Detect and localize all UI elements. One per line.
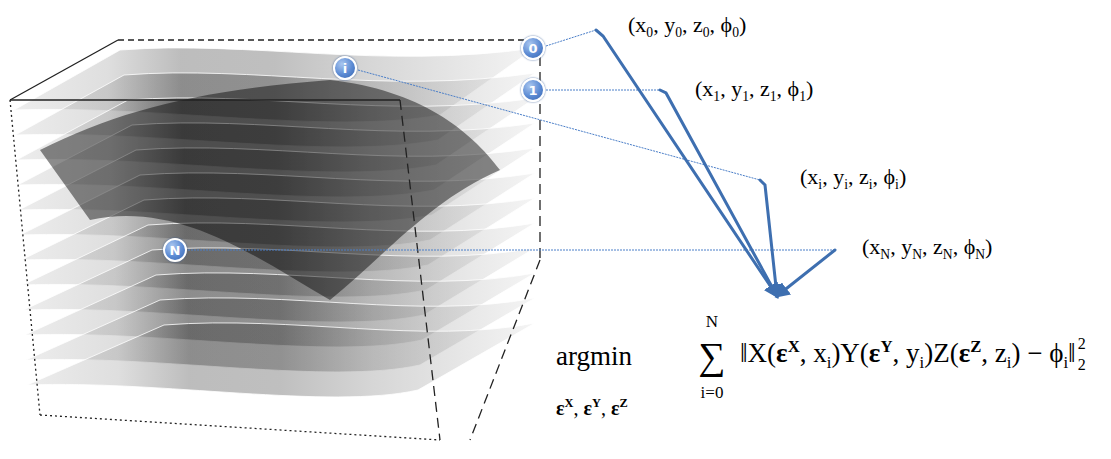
callout-number: i: [343, 62, 347, 75]
tuple-label: (x0, y0, z0, ϕ0): [628, 14, 746, 36]
callout-number: 1: [528, 84, 537, 97]
callout-circle: N: [163, 238, 187, 262]
formula-body: ‖X(εX, xi)Y(εY, yi)Z(εZ, zi) − ϕi‖: [740, 340, 1076, 367]
callout-circle: 1: [521, 78, 545, 102]
tuple-label: (xN, yN, zN, ϕN): [862, 236, 992, 258]
formula-sum: ∑: [698, 337, 725, 375]
callout-circle: 0: [521, 36, 545, 60]
formula-operator: argmin: [556, 343, 632, 370]
formula-norm-index: 2: [1078, 357, 1086, 373]
tuple-label: (x1, y1, z1, ϕ1): [695, 78, 813, 100]
callout-number: 0: [528, 42, 537, 55]
tuple-label: (xi, yi, zi, ϕi): [800, 166, 906, 188]
formula-norm-exponent: 2: [1078, 336, 1086, 352]
formula-variables: εX, εY, εZ: [556, 398, 628, 418]
callout-circle: i: [333, 56, 357, 80]
formula-limit: N: [706, 313, 718, 330]
formula-limit: i=0: [701, 384, 724, 401]
callout-number: N: [170, 244, 181, 257]
